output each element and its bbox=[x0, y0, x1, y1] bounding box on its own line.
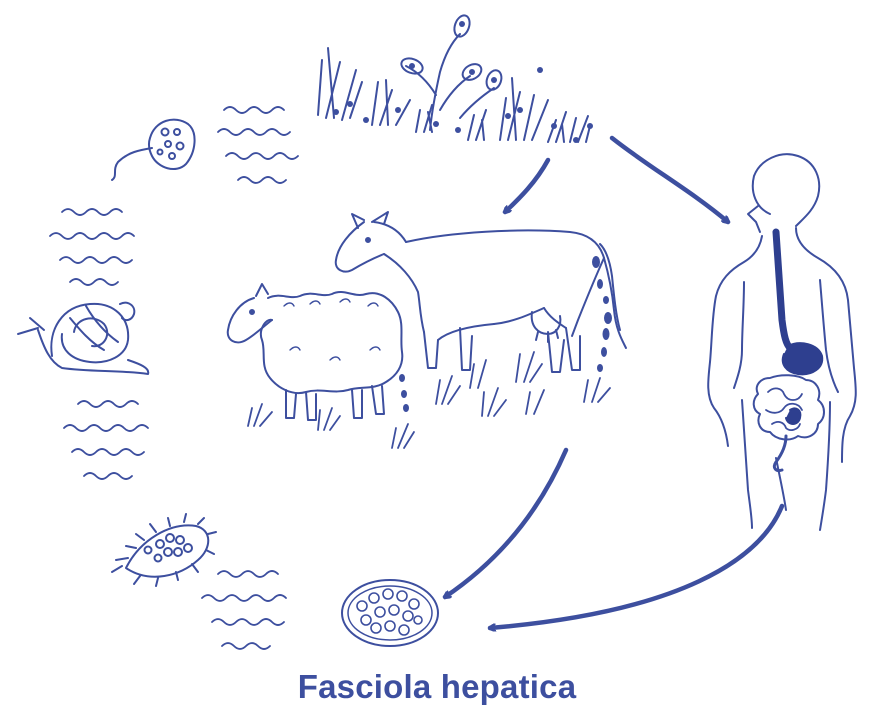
arrow-human-to-egg bbox=[490, 506, 782, 628]
ground-grass-icon bbox=[248, 352, 610, 448]
egg-icon bbox=[342, 580, 438, 646]
water-waves-icon bbox=[50, 107, 298, 649]
miracidium-icon bbox=[112, 514, 216, 586]
grass-with-cysts-icon bbox=[318, 13, 593, 143]
human-digestive-tract-icon bbox=[708, 154, 856, 530]
arrow-grass-to-livestock bbox=[505, 160, 548, 212]
diagram-title: Fasciola hepatica bbox=[0, 668, 874, 706]
snail-icon bbox=[18, 303, 148, 374]
cercaria-icon bbox=[112, 120, 195, 180]
arrow-grass-to-human bbox=[612, 138, 728, 222]
sheep-icon bbox=[228, 284, 403, 420]
arrow-livestock-to-egg bbox=[445, 450, 566, 597]
